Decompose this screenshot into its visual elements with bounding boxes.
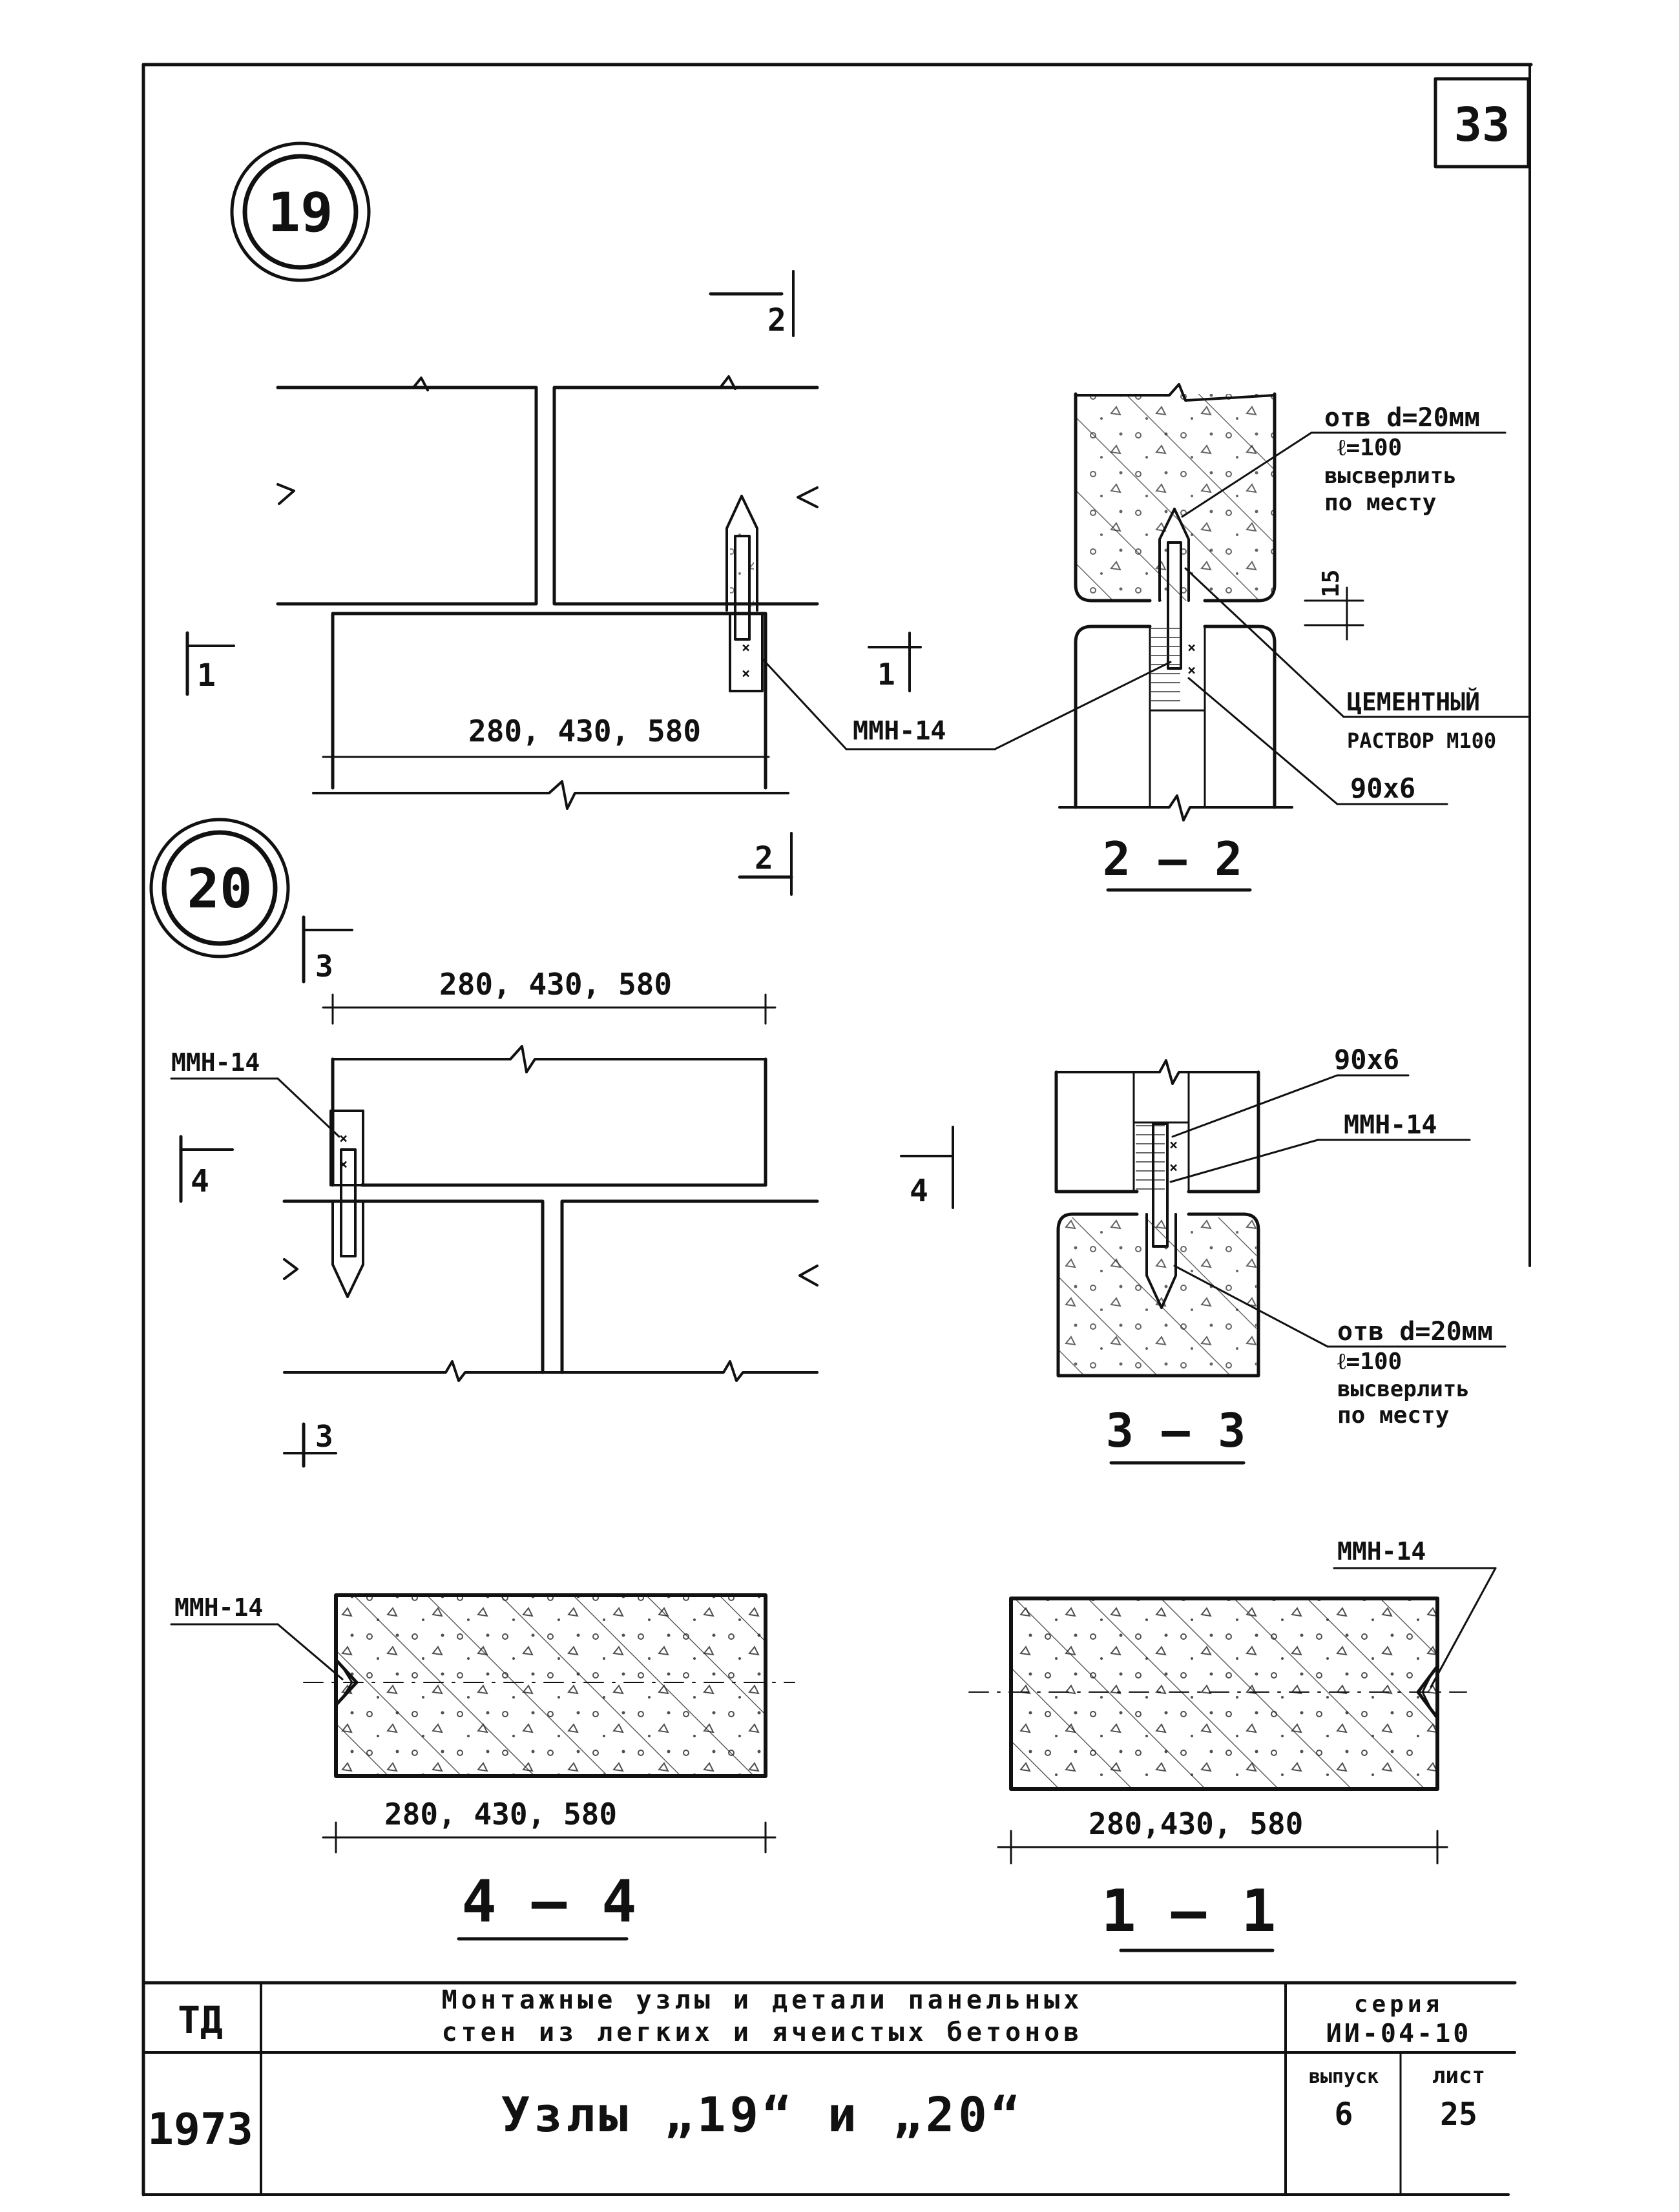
node-19-mmn-label: ММН-14 [853,716,946,746]
cut-3-top-label: 3 [315,949,333,984]
sheet-value: 25 [1440,2096,1477,2133]
section-2-2: × × 1 отв d=20мм ℓ=100 высверлить по мес… [868,383,1529,892]
node-20-mmn-label: ММН-14 [171,1048,260,1077]
node-19: 19 × × 2 1 280, 430, 580 [185,141,996,896]
node-19-dimension: 280, 430, 580 [468,714,701,749]
s11-mmn-label: ММН-14 [1337,1537,1426,1566]
s33-hole-note-2: ℓ=100 [1337,1349,1402,1375]
node-20-dimension: 280, 430, 580 [439,967,672,1002]
s22-hole-note-3: высверлить [1324,463,1457,489]
cut-4-left-label: 4 [191,1163,209,1199]
s22-hole-note-4: по месту [1324,490,1436,516]
cut-2-bottom-label: 2 [755,840,773,876]
series-value: ИИ-04-10 [1326,2019,1472,2049]
svg-text:×: × [742,640,750,656]
node-20-label: 20 [187,857,252,920]
s11-dimension: 280,430, 580 [1089,1806,1303,1841]
s33-plate: 90х6 [1334,1044,1399,1075]
sheet-frame [141,63,1533,2196]
node-19-marker: 19 [230,141,371,282]
s22-gap-dim: 15 [1318,570,1344,597]
cut-2-top-label: 2 [767,302,786,338]
node-20: 20 3 280, 430, 580 × × ММН-14 [149,818,819,1468]
section-2-2-title: 2 – 2 [1103,832,1243,886]
section-1-1: ММН-14 280,430, 580 1 – 1 [968,1537,1497,1952]
section-1-1-title: 1 – 1 [1101,1877,1277,1945]
s33-mmn-label: ММН-14 [1344,1110,1437,1140]
node-19-label: 19 [267,181,333,244]
sheet-number: 33 [1454,98,1510,152]
section-3-3: 4 × × 90х6 ММН-14 отв d=20мм ℓ=100 высве… [900,1044,1507,1465]
section-4-4-title: 4 – 4 [462,1868,637,1936]
title-block-description-1: Монтажные узлы и детали панельных [442,1985,1083,2015]
issue-value: 6 [1335,2096,1353,2133]
title-block: ТД 1973 Монтажные узлы и детали панельны… [141,1981,1517,2196]
title-block-title: Узлы „19“ и „20“ [501,2087,1024,2143]
section-2-2-cut-1-label: 1 [877,657,895,692]
section-3-3-title: 3 – 3 [1106,1403,1246,1458]
title-block-description-2: стен из легких и ячеистых бетонов [442,2018,1083,2047]
sheet-number-box: 33 [1434,77,1530,169]
s22-hole-note-1: отв d=20мм [1324,403,1480,433]
s22-mortar-2: РАСТВОР М100 [1347,729,1496,753]
s44-dimension: 280, 430, 580 [384,1797,617,1832]
s22-hole-note-2: ℓ=100 [1337,435,1402,461]
title-block-year: 1973 [147,2104,253,2155]
issue-label: выпуск [1309,2065,1379,2088]
svg-text:×: × [1169,1160,1178,1176]
cut-1-left-label: 1 [197,657,216,694]
svg-text:×: × [339,1131,348,1147]
s33-hole-note-1: отв d=20мм [1337,1317,1493,1347]
s44-mmn-label: ММН-14 [174,1593,263,1622]
s22-plate: 90х6 [1350,772,1415,804]
sheet-label: лист [1432,2063,1485,2089]
s22-mortar-1: ЦЕМЕНТНЫЙ [1347,688,1480,716]
svg-text:×: × [742,666,750,682]
section-3-3-cut-4-label: 4 [910,1173,928,1209]
cut-3-bottom-label: 3 [315,1419,333,1454]
node-20-marker: 20 [149,818,290,958]
s33-hole-note-3: высверлить [1337,1376,1470,1402]
svg-text:×: × [1169,1137,1178,1153]
section-4-4: ММН-14 280, 430, 580 4 – 4 [170,1593,795,1941]
svg-text:×: × [1187,640,1196,656]
series-label: серия [1354,1991,1443,2018]
svg-text:×: × [1187,663,1196,679]
s33-hole-note-4: по месту [1337,1402,1449,1429]
title-block-org: ТД [178,1998,223,2042]
